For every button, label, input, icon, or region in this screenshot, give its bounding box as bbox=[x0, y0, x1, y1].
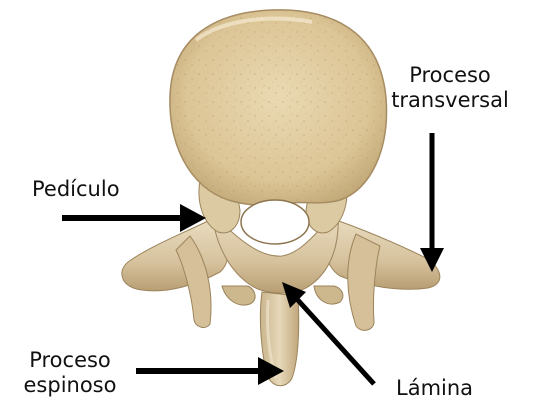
label-proceso-transversal: Proceso transversal bbox=[380, 63, 520, 113]
arrow-proceso-transversal bbox=[420, 133, 444, 272]
arrow-pediculo bbox=[62, 204, 206, 232]
label-lamina: Lámina bbox=[396, 376, 473, 401]
left-transverse-process bbox=[122, 220, 228, 327]
right-transverse-process bbox=[324, 218, 440, 330]
label-pediculo: Pedículo bbox=[32, 177, 120, 202]
vertebral-foramen bbox=[241, 200, 309, 244]
label-proceso-espinoso-line2: espinoso bbox=[10, 373, 130, 398]
label-proceso-transversal-line2: transversal bbox=[380, 88, 520, 113]
label-proceso-transversal-line1: Proceso bbox=[380, 63, 520, 88]
arrow-proceso-espinoso bbox=[136, 357, 284, 385]
vertebral-body bbox=[170, 10, 387, 205]
label-proceso-espinoso: Proceso espinoso bbox=[10, 348, 130, 398]
label-proceso-espinoso-line1: Proceso bbox=[10, 348, 130, 373]
